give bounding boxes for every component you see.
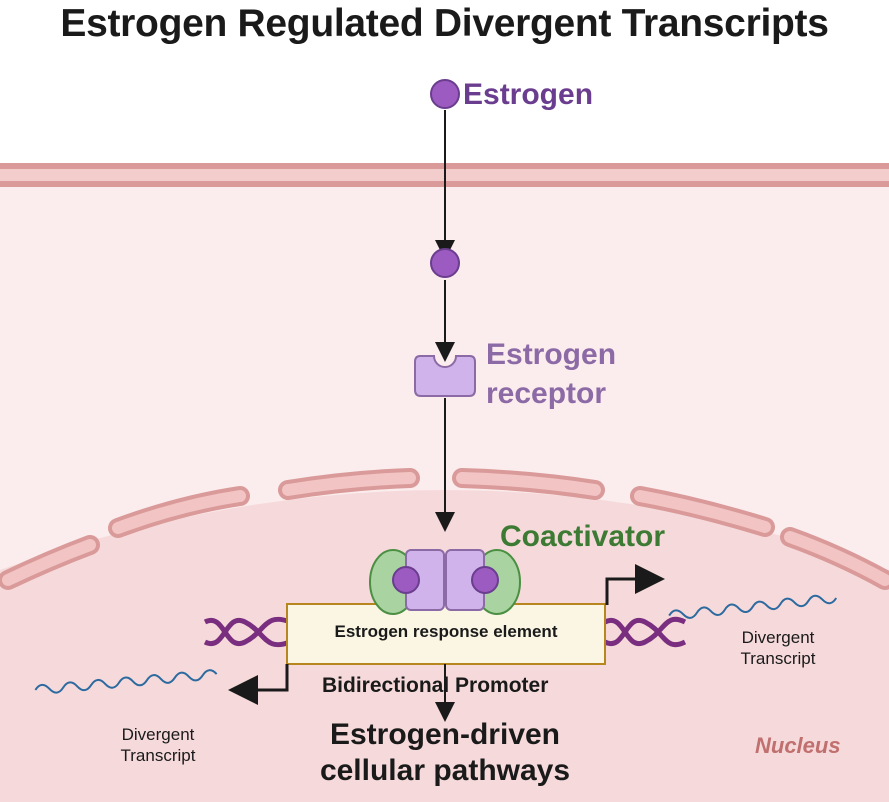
pathways-label-line2: cellular pathways	[319, 754, 571, 787]
receptor-coactivator-complex	[369, 549, 521, 615]
divergent-transcript-right-rna	[668, 594, 838, 619]
divergent-left-line1: Divergent	[121, 725, 195, 744]
nucleus-label: Nucleus	[755, 733, 841, 758]
estrogen-molecule-cytoplasm	[430, 248, 460, 278]
divergent-right-line1: Divergent	[741, 628, 815, 647]
estrogen-receptor-icon	[414, 355, 476, 397]
pathways-label-line1: Estrogen-driven	[329, 718, 561, 751]
dna-helix-left	[203, 616, 291, 648]
nuclear-envelope	[0, 468, 889, 590]
figure-title: Estrogen Regulated Divergent Transcripts	[60, 2, 829, 45]
transcription-arrow-left	[228, 664, 289, 705]
divergent-transcript-left-label: Divergent Transcript	[108, 724, 208, 766]
cellular-pathways-label: Estrogen-driven cellular pathways	[280, 717, 610, 789]
divergent-right-line2: Transcript	[740, 649, 816, 668]
divergent-transcript-left-rna	[34, 669, 218, 694]
estrogen-label: Estrogen	[463, 78, 594, 111]
estrogen-response-element-box	[286, 603, 606, 665]
bidirectional-promoter-label: Bidirectional Promoter	[322, 674, 549, 697]
receptor-label-line1: Estrogen	[486, 338, 617, 371]
response-element-label: Estrogen response element	[334, 622, 558, 641]
transcription-arrow-right	[605, 564, 665, 605]
estrogen-molecule	[430, 79, 460, 109]
estrogen-receptor-label: Estrogen receptor	[486, 335, 616, 413]
divergent-left-line2: Transcript	[120, 746, 196, 765]
receptor-label-line2: receptor	[486, 377, 607, 410]
dna-helix-right	[603, 616, 687, 648]
coactivator-label: Coactivator	[500, 520, 666, 553]
divergent-transcript-right-label: Divergent Transcript	[728, 627, 828, 669]
